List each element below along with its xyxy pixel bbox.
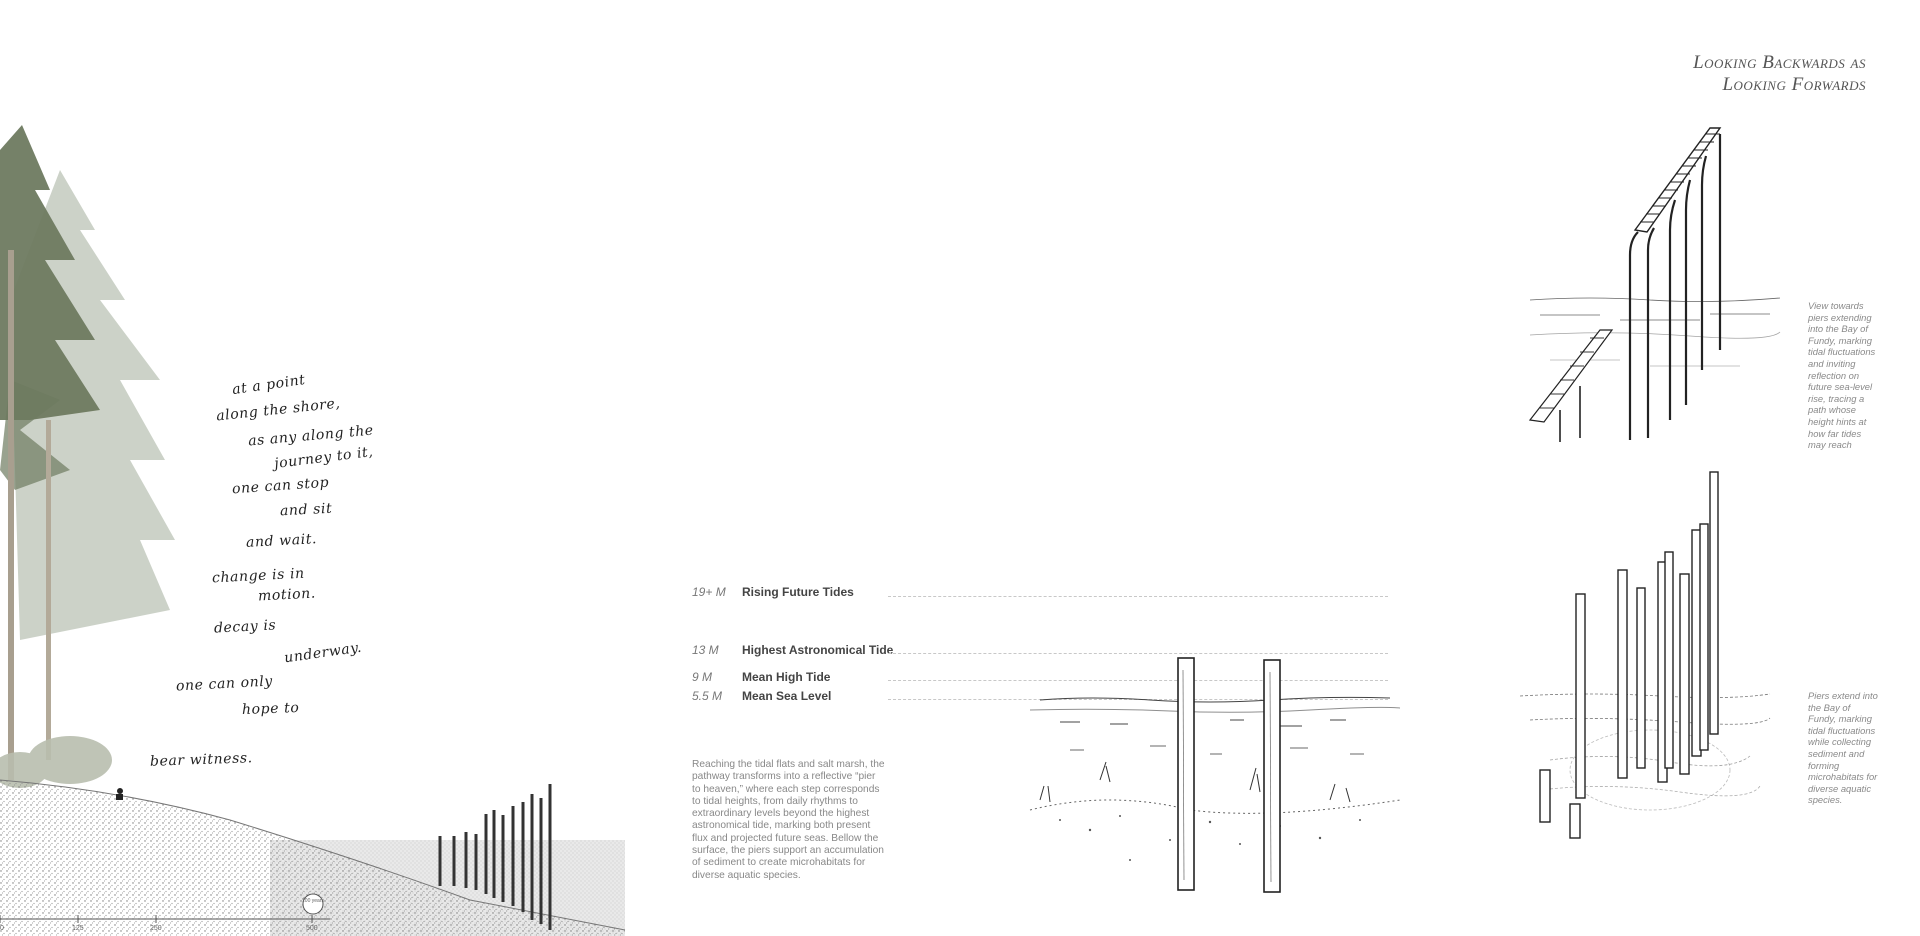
tide-level: 13 M [692, 643, 719, 657]
poem-line: and sit [279, 500, 333, 520]
tide-name: Rising Future Tides [742, 585, 854, 599]
title-line-2: Looking Forwards [1722, 74, 1866, 95]
shore-section-drawing [0, 125, 626, 936]
tree-trunk [8, 250, 14, 780]
scale-tick-500: 500 [306, 925, 318, 932]
stair-pier-drawing [1528, 127, 1781, 442]
caption-top: View towards piers extending into the Ba… [1808, 300, 1876, 451]
tide-line [888, 680, 1388, 681]
tide-level: 5.5 M [692, 689, 723, 703]
tide-level: 9 M [692, 670, 713, 684]
tide-name: Mean High Tide [742, 670, 831, 684]
tide-line [888, 653, 1388, 654]
poem-line: hope to [241, 700, 300, 718]
shrub [0, 736, 112, 788]
tide-level: 19+ M [692, 585, 726, 599]
poem-line: motion. [257, 585, 317, 605]
tide-name: Highest Astronomical Tide [742, 643, 894, 657]
tree-trunk [46, 420, 51, 760]
rising-piers-drawing [1519, 471, 1771, 839]
tree-dark [0, 125, 100, 490]
title-line-1: Looking Backwards as [1693, 52, 1866, 73]
tide-line [888, 596, 1388, 597]
scale-tick-250: 250 [150, 925, 162, 932]
scale-badge: 100 years [302, 898, 324, 904]
page-title: Looking Backwards as Looking Forwards [1693, 52, 1866, 96]
section-description: Reaching the tidal flats and salt marsh,… [692, 759, 885, 881]
scale-tick-125: 125 [72, 925, 84, 932]
figure [117, 788, 123, 794]
pier-posts [438, 784, 552, 930]
scale-bar [0, 893, 330, 923]
scale-tick-0: 0 [0, 925, 4, 932]
marsh-piers-drawing [1029, 657, 1401, 893]
poem-line: decay is [213, 617, 277, 637]
caption-bottom: Piers extend into the Bay of Fundy, mark… [1808, 690, 1878, 806]
hill [0, 780, 625, 936]
tide-name: Mean Sea Level [742, 689, 832, 703]
